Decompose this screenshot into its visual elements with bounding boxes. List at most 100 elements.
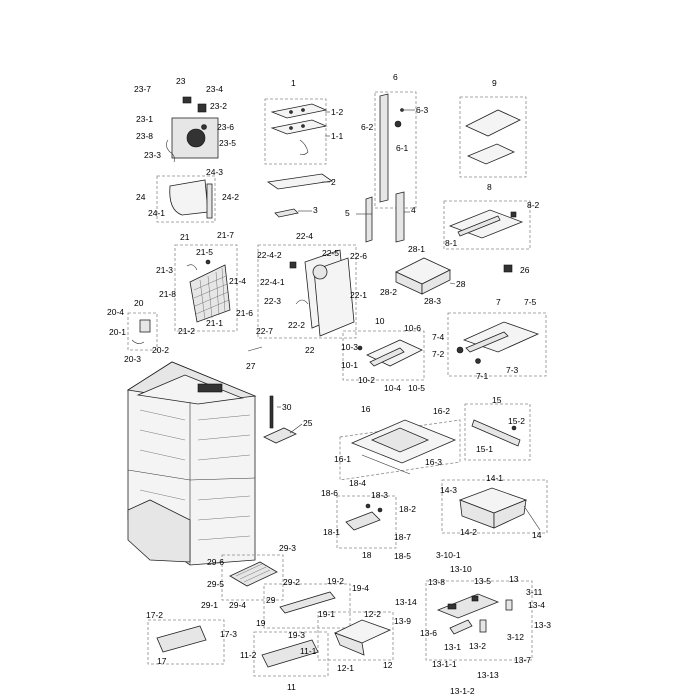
cover-panel-1-1 bbox=[270, 119, 328, 135]
part-21-3-shape bbox=[186, 264, 198, 271]
label-13-3: 13-3 bbox=[534, 620, 551, 630]
part-15-2-shape bbox=[511, 425, 517, 431]
label-14-1: 14-1 bbox=[486, 473, 503, 483]
label-12-1: 12-1 bbox=[337, 663, 354, 673]
part-20-3-wire bbox=[131, 339, 145, 344]
label-7-3: 7-3 bbox=[506, 365, 519, 375]
label-3-11: 3-11 bbox=[526, 587, 543, 597]
label-1: 1 bbox=[291, 78, 296, 88]
label-18-2: 18-2 bbox=[399, 504, 416, 514]
label-13-8: 13-8 bbox=[428, 577, 445, 587]
label-1-2: 1-2 bbox=[331, 107, 344, 117]
part-24-2-shape bbox=[206, 183, 213, 219]
part-21-5-shape bbox=[205, 259, 211, 265]
label-8-2: 8-2 bbox=[527, 200, 540, 210]
part-18-2-shape bbox=[377, 507, 383, 513]
label-7-5: 7-5 bbox=[524, 297, 537, 307]
label-16-2: 16-2 bbox=[433, 406, 450, 416]
crisper-drawer-side bbox=[493, 499, 527, 529]
label-17: 17 bbox=[157, 656, 167, 666]
label-13-1-1: 13-1-1 bbox=[432, 659, 457, 669]
label-23: 23 bbox=[176, 76, 186, 86]
label-24-3: 24-3 bbox=[206, 167, 223, 177]
label-11-2: 11-2 bbox=[240, 650, 257, 660]
leader-line bbox=[289, 423, 303, 434]
label-10: 10 bbox=[375, 316, 385, 326]
part-26-shape bbox=[503, 264, 513, 273]
label-13-10: 13-10 bbox=[450, 564, 472, 574]
label-23-5: 23-5 bbox=[219, 138, 236, 148]
label-17-2: 17-2 bbox=[146, 610, 163, 620]
ice-maker-motor bbox=[186, 128, 206, 148]
part-18-housing bbox=[345, 511, 381, 531]
label-24-1: 24-1 bbox=[148, 208, 165, 218]
label-29: 29 bbox=[266, 595, 276, 605]
part-25-shape bbox=[263, 427, 297, 444]
part-group-10 bbox=[342, 330, 425, 381]
label-28-2: 28-2 bbox=[380, 287, 397, 297]
part-27-shape bbox=[247, 346, 263, 352]
label-10-2: 10-2 bbox=[358, 375, 375, 385]
label-10-1: 10-1 bbox=[341, 360, 358, 370]
label-21-8: 21-8 bbox=[159, 289, 176, 299]
label-20-2: 20-2 bbox=[152, 345, 169, 355]
part-group-12 bbox=[317, 611, 394, 661]
label-20: 20 bbox=[134, 298, 144, 308]
part-group-29 bbox=[221, 554, 284, 601]
shelf-7-edge bbox=[465, 331, 509, 353]
rail-15 bbox=[471, 419, 521, 447]
label-13-1-2: 13-1-2 bbox=[450, 686, 475, 696]
label-17-3: 17-3 bbox=[220, 629, 237, 639]
part-8-2-shape bbox=[510, 211, 517, 218]
shelf-frame-9 bbox=[465, 109, 521, 137]
label-16-3: 16-3 bbox=[425, 457, 442, 467]
part-23-6-shape bbox=[201, 124, 207, 130]
part-11-panel bbox=[261, 639, 319, 668]
part-group-21 bbox=[174, 244, 238, 332]
label-10-6: 10-6 bbox=[404, 323, 421, 333]
fan-22-5 bbox=[312, 264, 328, 280]
part-18-6-shape bbox=[365, 503, 371, 509]
label-10-3: 10-3 bbox=[341, 342, 358, 352]
label-27: 27 bbox=[246, 361, 256, 371]
group-7-outline bbox=[447, 312, 547, 377]
part-23-3-wire bbox=[166, 139, 175, 163]
label-21-1: 21-1 bbox=[206, 318, 223, 328]
part-group-1 bbox=[264, 98, 328, 165]
label-21-5: 21-5 bbox=[196, 247, 213, 257]
part-group-6 bbox=[374, 91, 417, 209]
part-7-2-shape bbox=[456, 346, 464, 354]
part-group-22 bbox=[257, 244, 357, 339]
part-30-shape bbox=[269, 395, 274, 429]
top-cover-panel bbox=[270, 103, 328, 119]
label-19-3: 19-3 bbox=[288, 630, 305, 640]
group-10-outline bbox=[342, 330, 425, 381]
refrigerator-cabinet bbox=[126, 361, 257, 566]
cover-hole bbox=[289, 126, 293, 130]
group-15-outline bbox=[464, 403, 531, 461]
group-6-outline bbox=[374, 91, 417, 209]
label-26: 26 bbox=[520, 265, 530, 275]
label-19: 19 bbox=[256, 618, 266, 628]
label-21: 21 bbox=[180, 232, 190, 242]
part-17-panel bbox=[156, 625, 207, 653]
part-4-rail bbox=[395, 191, 405, 243]
leader-line bbox=[523, 505, 541, 531]
group-21-outline bbox=[174, 244, 238, 332]
label-3-12: 3-12 bbox=[507, 632, 524, 642]
label-14: 14 bbox=[532, 530, 542, 540]
part-group-7 bbox=[447, 312, 547, 377]
label-6-1: 6-1 bbox=[396, 143, 409, 153]
part-2-tray bbox=[266, 173, 334, 190]
shelf-10-1-edge bbox=[369, 347, 405, 367]
label-16: 16 bbox=[361, 404, 371, 414]
label-19-2: 19-2 bbox=[327, 576, 344, 586]
part-group-18 bbox=[336, 495, 397, 549]
label-18: 18 bbox=[362, 550, 372, 560]
label-16-1: 16-1 bbox=[334, 454, 351, 464]
part-group-20 bbox=[127, 312, 158, 351]
group-11-outline bbox=[253, 631, 329, 677]
cover-hole bbox=[289, 110, 293, 114]
label-20-1: 20-1 bbox=[109, 327, 126, 337]
label-29-5: 29-5 bbox=[207, 579, 224, 589]
